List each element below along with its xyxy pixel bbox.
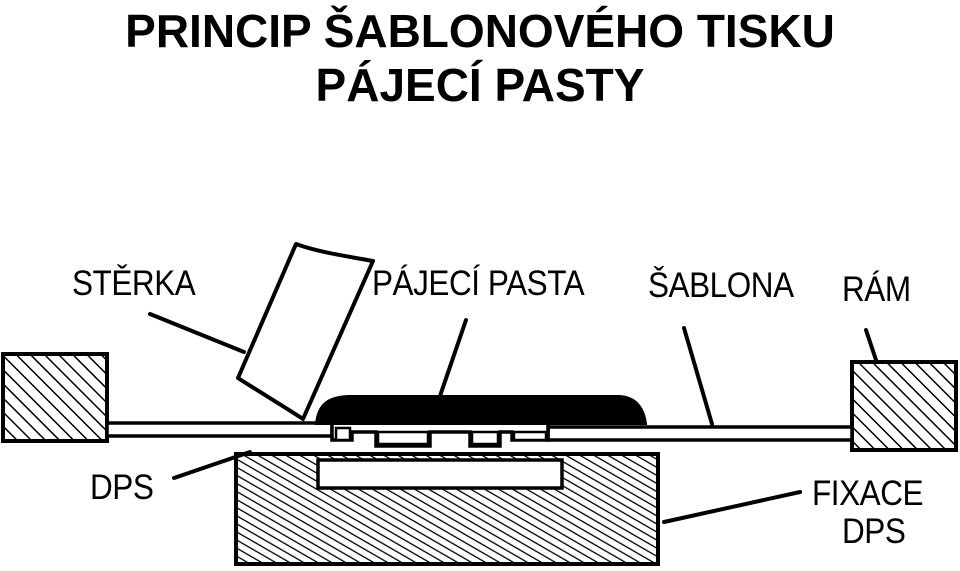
title-line-1: PRINCIP ŠABLONOVÉHO TISKU [125, 5, 835, 57]
label-sablona: ŠABLONA [648, 266, 794, 305]
leader-pajeci-pasta [438, 318, 468, 398]
leader-sablona [682, 326, 714, 426]
stencil [105, 421, 854, 448]
leader-ram [864, 328, 878, 362]
label-sterka: STĚRKA [72, 264, 196, 303]
leader-sterka [148, 312, 246, 354]
frame-right [850, 360, 958, 452]
label-fixace-dps-line-2: DPS [842, 512, 906, 551]
frame-left [1, 352, 109, 443]
leader-fixace-dps [662, 490, 802, 524]
label-pajeci-pasta: PÁJECÍ PASTA [372, 264, 585, 303]
solder-paste [314, 395, 648, 425]
squeegee [236, 242, 375, 421]
title-line-2: PÁJECÍ PASTY [315, 59, 645, 111]
pcb-board [316, 458, 564, 490]
label-fixace-dps-line-1: FIXACE [812, 474, 924, 513]
label-ram: RÁM [842, 270, 911, 309]
label-dps: DPS [90, 468, 154, 507]
leader-dps [172, 450, 252, 480]
